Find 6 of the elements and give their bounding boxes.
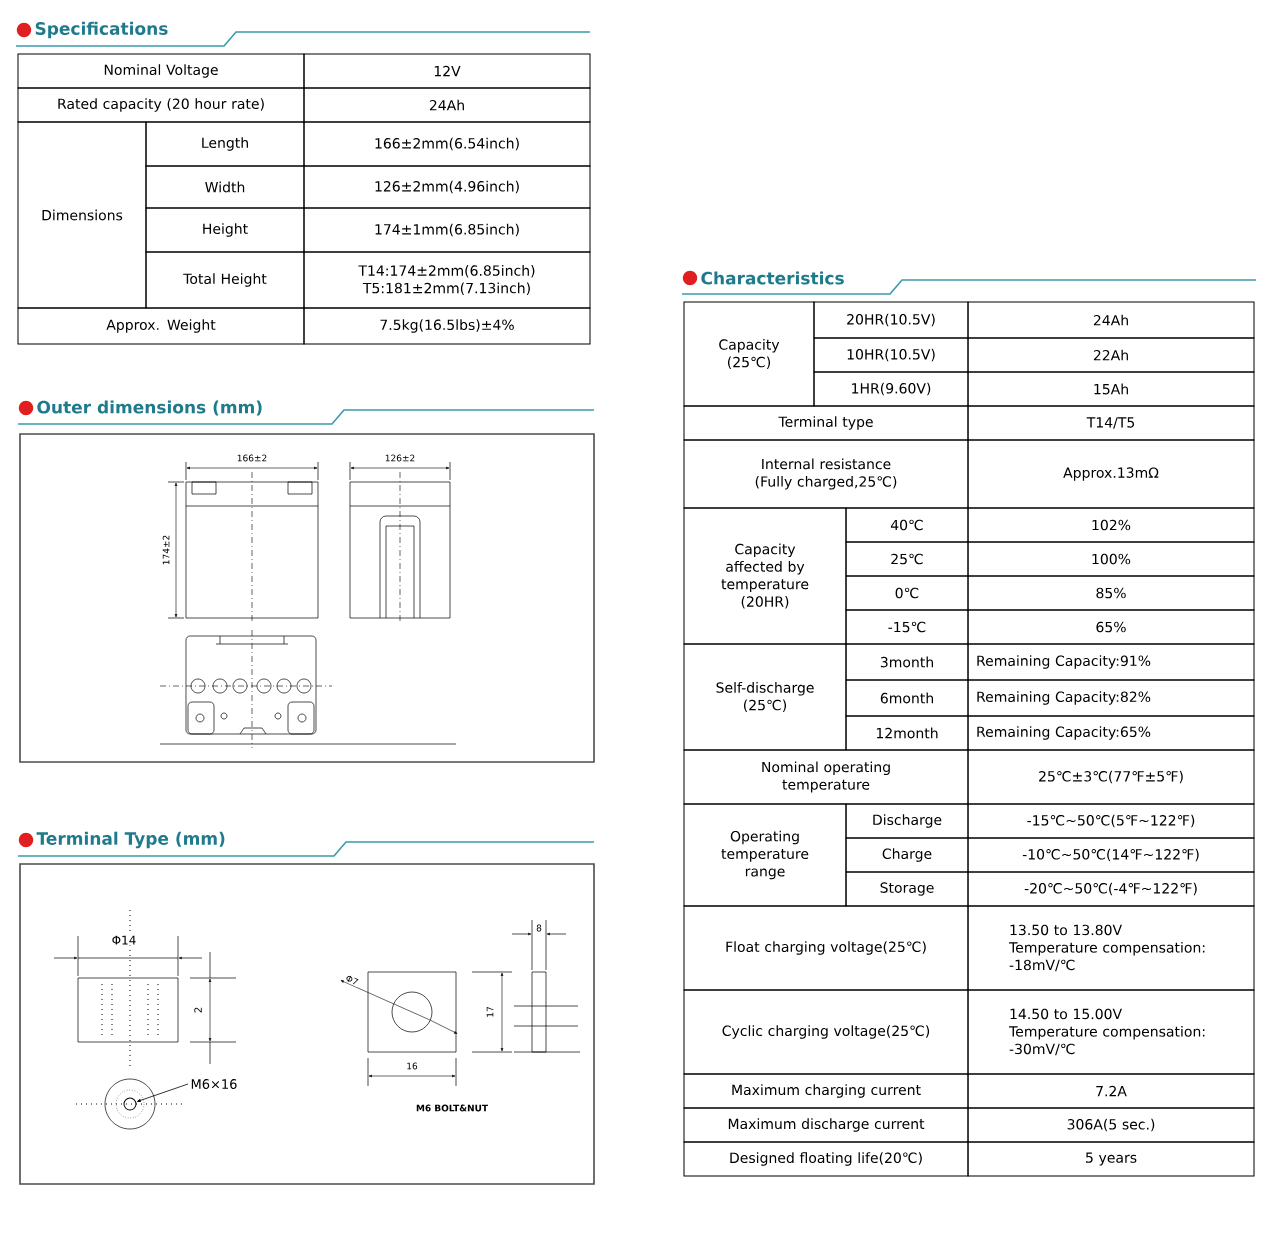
leader-line bbox=[136, 1083, 189, 1102]
section-heading: Characteristics bbox=[701, 271, 844, 285]
section-heading: Outer dimensions (mm) bbox=[37, 400, 262, 416]
section-heading: Specifications bbox=[35, 21, 168, 39]
bolt-hole bbox=[123, 1097, 137, 1111]
section-heading: Terminal Type (mm) bbox=[36, 831, 225, 849]
